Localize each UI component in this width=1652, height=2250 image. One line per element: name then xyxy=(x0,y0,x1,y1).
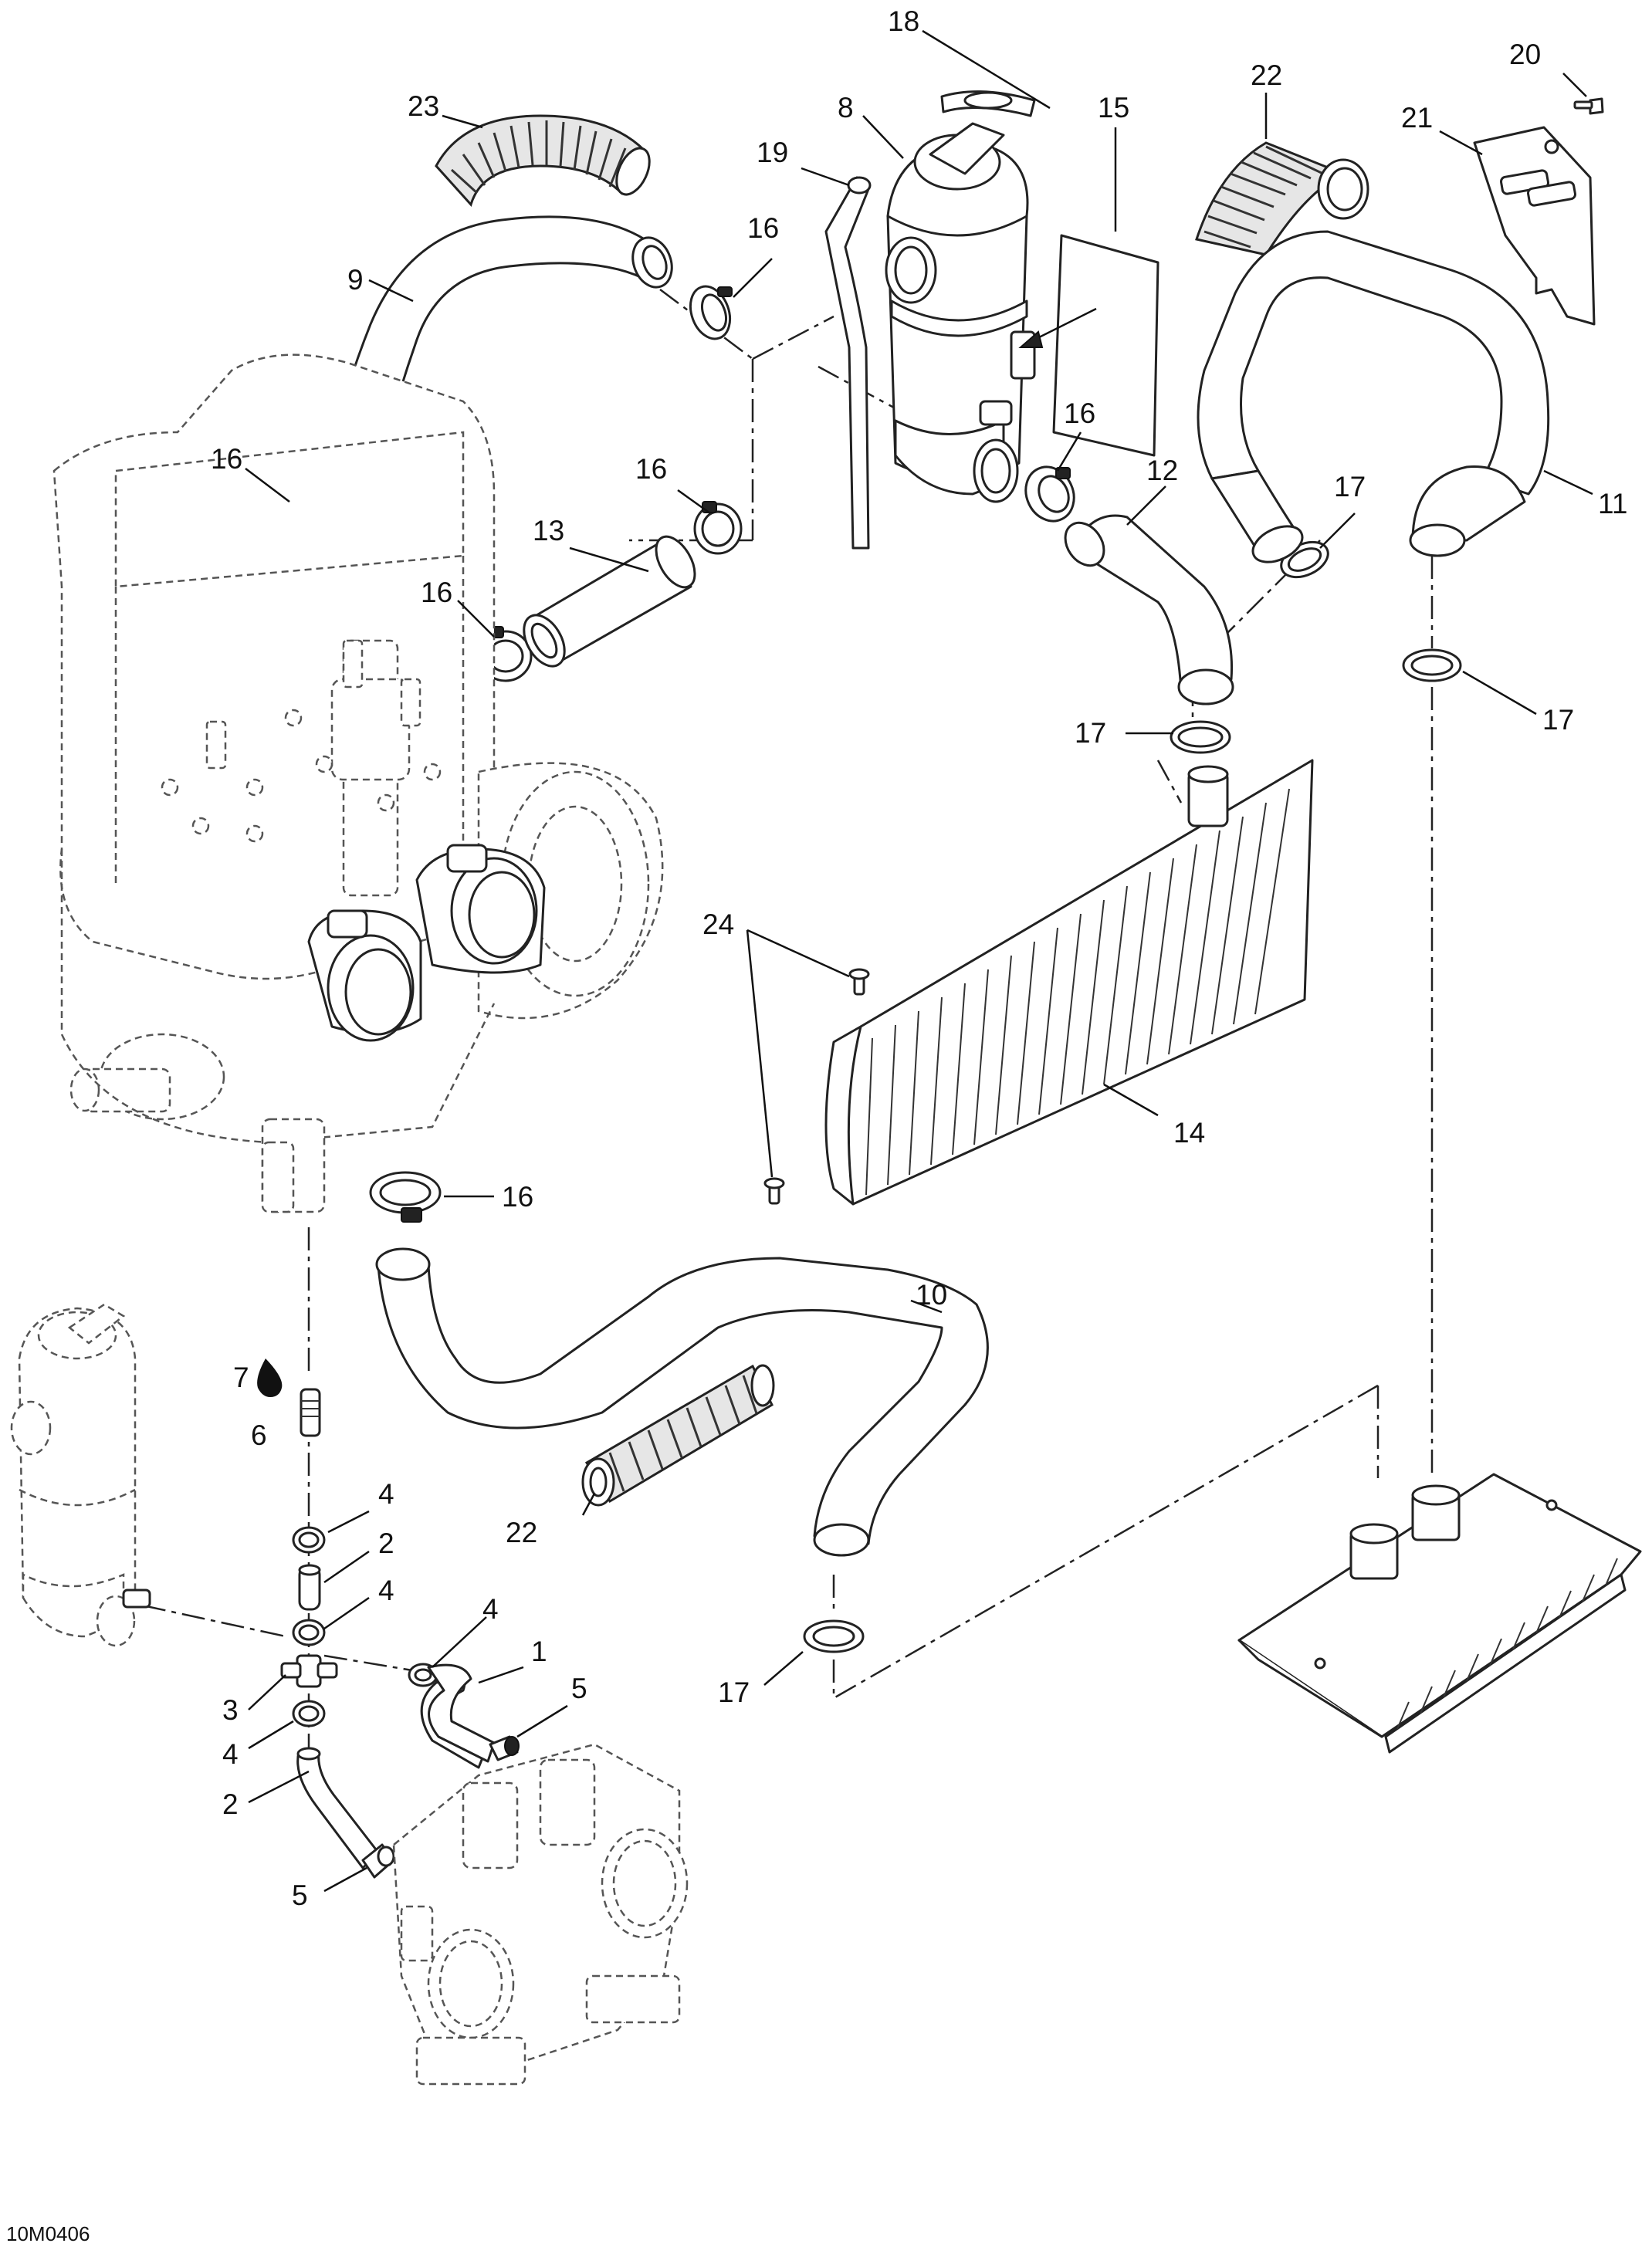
callout-1: 1 xyxy=(531,1636,547,1667)
callout-4-c: 4 xyxy=(482,1593,499,1625)
hose-1 xyxy=(420,1663,496,1769)
callout-7: 7 xyxy=(233,1362,249,1393)
reservoir-8 xyxy=(885,122,1036,503)
engine-block xyxy=(52,354,664,1213)
reservoir-small xyxy=(10,1303,151,1647)
hose-13 xyxy=(523,535,696,668)
spark-plug-studs xyxy=(205,639,421,770)
callout-21: 21 xyxy=(1401,102,1433,134)
cap-18 xyxy=(940,90,1036,117)
sticker-15 xyxy=(1052,234,1159,457)
callout-6: 6 xyxy=(251,1419,267,1451)
callout-5-a: 5 xyxy=(571,1673,587,1704)
callout-9: 9 xyxy=(347,264,364,296)
hose-2-a xyxy=(298,1564,321,1611)
clamp-4-b xyxy=(292,1619,326,1646)
rivets-24 xyxy=(763,968,870,1205)
callout-20: 20 xyxy=(1509,39,1541,70)
callout-17-b: 17 xyxy=(1075,717,1106,749)
head-bolts xyxy=(161,709,442,843)
clamp-4-c xyxy=(292,1700,326,1727)
callout-17-a: 17 xyxy=(1334,471,1366,502)
callout-22-top: 22 xyxy=(1251,59,1282,91)
clamp-17-a xyxy=(1170,720,1231,754)
callouts: 18 8 19 15 22 21 20 23 9 16 16 16 13 16 … xyxy=(211,5,1627,1911)
callout-2-a: 2 xyxy=(378,1528,394,1559)
flex-duct-22-top xyxy=(1195,141,1369,256)
radiator-fins xyxy=(865,788,1290,1196)
callout-16-b: 16 xyxy=(211,443,242,475)
callout-13: 13 xyxy=(533,515,564,546)
callout-14: 14 xyxy=(1173,1117,1205,1149)
callout-17-c: 17 xyxy=(1542,704,1574,736)
callout-18: 18 xyxy=(888,5,919,37)
tee-3 xyxy=(280,1654,338,1688)
elbow-5-b xyxy=(361,1843,395,1879)
callout-12: 12 xyxy=(1146,455,1178,486)
clamp-17-c xyxy=(1402,648,1462,682)
hose-10 xyxy=(375,1247,989,1557)
leader-lines xyxy=(245,29,1593,1893)
clamp-17-d xyxy=(803,1619,865,1653)
screw-20 xyxy=(1573,97,1604,115)
callout-5-b: 5 xyxy=(292,1880,308,1911)
fittings xyxy=(280,1388,520,1879)
bracket-21 xyxy=(1473,126,1596,326)
callout-19: 19 xyxy=(757,137,788,168)
callout-4-a: 4 xyxy=(378,1478,394,1510)
callout-4-b: 4 xyxy=(378,1575,394,1606)
callout-10: 10 xyxy=(916,1279,947,1311)
callout-11: 11 xyxy=(1598,488,1627,519)
intake-sockets xyxy=(307,844,546,1042)
callout-3: 3 xyxy=(222,1694,239,1726)
callout-16-c: 16 xyxy=(635,453,667,485)
fin-teeth xyxy=(1396,1558,1618,1730)
callout-8: 8 xyxy=(838,92,854,123)
callout-23: 23 xyxy=(408,90,439,122)
callout-22-mid: 22 xyxy=(506,1517,537,1548)
callout-24: 24 xyxy=(702,908,734,940)
vent-tube-19 xyxy=(824,176,872,550)
callout-2-b: 2 xyxy=(222,1788,239,1820)
elbow-5-a xyxy=(489,1735,520,1761)
hose-11 xyxy=(1197,230,1550,563)
callout-17-d: 17 xyxy=(718,1677,750,1708)
arrow-icon xyxy=(1018,307,1097,348)
radiator-14 xyxy=(824,759,1314,1206)
clamps-16 xyxy=(277,285,1075,1223)
reference-code: 10M0406 xyxy=(6,2222,90,2245)
hose-12 xyxy=(1064,514,1234,705)
flex-duct-22-mid xyxy=(581,1364,775,1507)
clamp-16-f xyxy=(369,1171,442,1223)
callout-16-f: 16 xyxy=(502,1181,533,1213)
heat-exchanger xyxy=(1237,1473,1642,1754)
callout-16-e: 16 xyxy=(1064,398,1095,429)
clamp-16-c xyxy=(693,501,743,555)
carburetors xyxy=(392,1743,689,2086)
clamp-16-e xyxy=(1024,465,1075,523)
oil-drop-icon xyxy=(257,1358,283,1397)
hose-2-b xyxy=(296,1747,380,1869)
callout-15: 15 xyxy=(1098,92,1129,123)
clamp-4-a xyxy=(292,1526,326,1554)
clamp-16-a xyxy=(689,285,733,340)
callout-16-a: 16 xyxy=(747,212,779,244)
clamps-17 xyxy=(803,540,1462,1653)
callout-4-d: 4 xyxy=(222,1738,239,1770)
flex-duct-23 xyxy=(435,114,651,207)
callout-16-d: 16 xyxy=(421,577,452,608)
fitting-6 xyxy=(300,1388,321,1437)
